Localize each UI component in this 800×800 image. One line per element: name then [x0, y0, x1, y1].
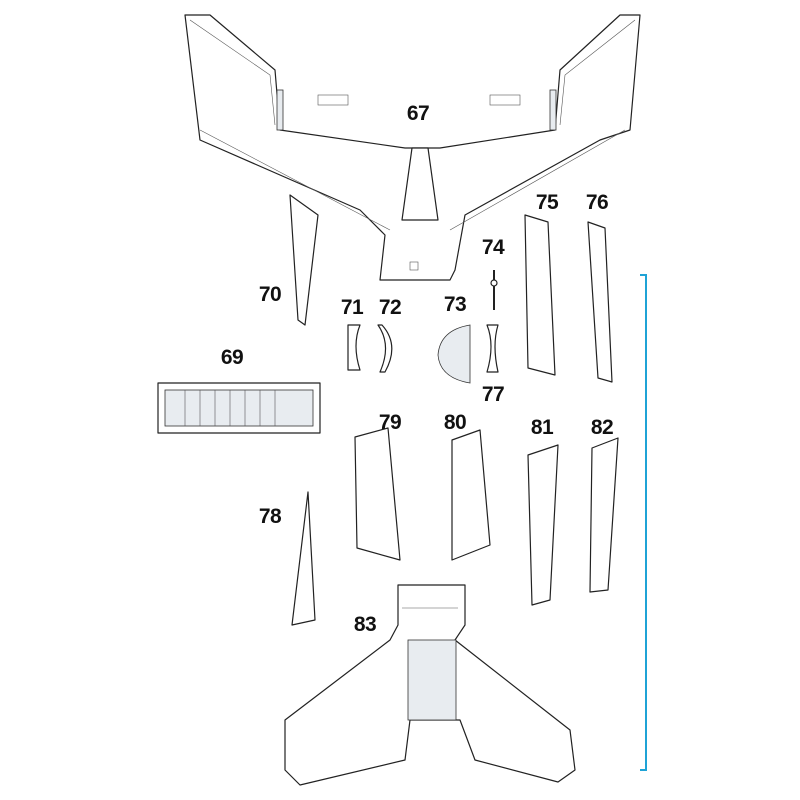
- label-78: 78: [258, 505, 282, 528]
- part-75: [524, 214, 556, 376]
- label-77: 77: [481, 383, 505, 406]
- part-71: [347, 324, 361, 371]
- label-76: 76: [585, 191, 609, 214]
- label-72: 72: [378, 296, 402, 319]
- part-70: [289, 194, 319, 326]
- bracket-line: [640, 274, 647, 771]
- label-75: 75: [535, 191, 559, 214]
- label-67: 67: [406, 102, 430, 125]
- label-74: 74: [481, 236, 505, 259]
- label-81: 81: [530, 416, 554, 439]
- part-72: [377, 324, 393, 373]
- part-80: [451, 429, 491, 561]
- label-69: 69: [220, 346, 244, 369]
- part-79: [354, 427, 401, 561]
- part-81: [527, 444, 559, 606]
- part-69-bay: [157, 382, 321, 434]
- label-79: 79: [378, 411, 402, 434]
- part-78: [291, 491, 316, 626]
- label-73: 73: [443, 293, 467, 316]
- part-77: [486, 324, 499, 373]
- part-73: [437, 324, 471, 384]
- part-83-lower-wing: [284, 584, 576, 786]
- part-76: [587, 221, 613, 383]
- label-71: 71: [340, 296, 364, 319]
- label-82: 82: [590, 416, 614, 439]
- label-83: 83: [353, 613, 377, 636]
- part-82: [589, 437, 619, 593]
- part-74-pin: [490, 270, 498, 310]
- label-70: 70: [258, 283, 282, 306]
- label-80: 80: [443, 411, 467, 434]
- part-67-upper-wing: [184, 14, 641, 281]
